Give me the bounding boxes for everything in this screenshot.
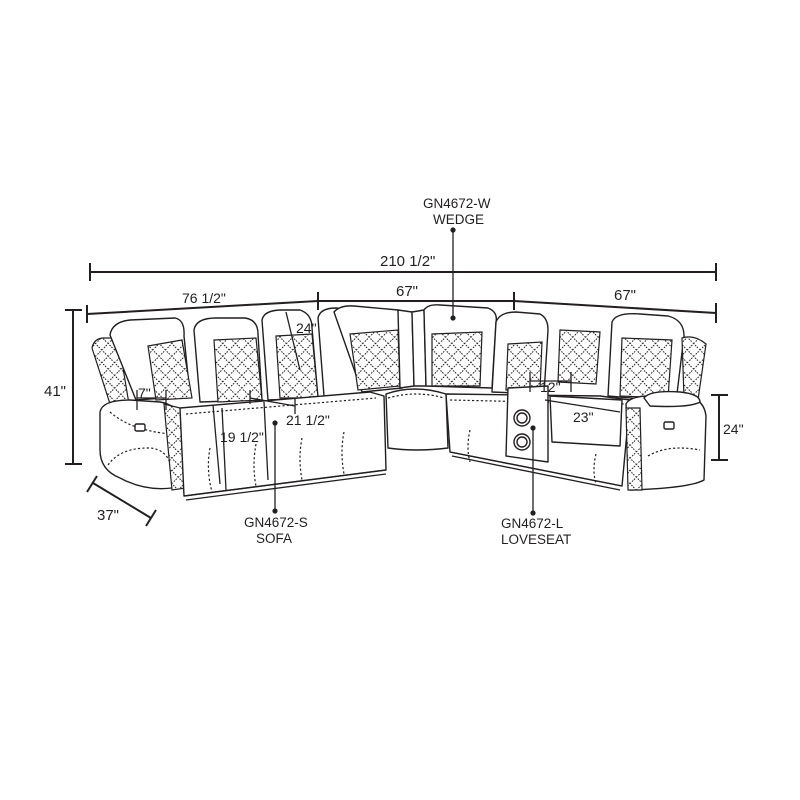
console-width-sofa-label: 7" — [138, 385, 151, 401]
loveseat-drawing — [445, 311, 707, 491]
power-button-right-icon — [663, 421, 675, 430]
seat-width-dimension: 21 1/2" — [249, 390, 330, 428]
seat-depth-label: 19 1/2" — [220, 429, 264, 445]
seat-width-loveseat-label: 23" — [573, 409, 594, 425]
wedge-width-label: 67" — [396, 283, 418, 300]
loveseat-code-label: GN4672-L — [501, 516, 564, 531]
arm-height-dimension: 24" — [711, 394, 744, 461]
wedge-code-label: GN4672-W — [423, 196, 491, 211]
console-width-loveseat-dimension: 12" — [529, 372, 572, 395]
seat-width-label: 21 1/2" — [286, 412, 330, 428]
seat-width-loveseat-dimension: 23" — [544, 399, 621, 425]
depth-dimension: 37" — [86, 475, 157, 527]
loveseat-width-dimension: 67" — [513, 287, 717, 323]
console-width-loveseat-label: 12" — [540, 379, 561, 395]
wedge-drawing — [333, 304, 498, 451]
wedge-callout: GN4672-W WEDGE — [423, 196, 491, 321]
overall-height-dimension: 41" — [44, 309, 82, 465]
wedge-width-dimension: 67" — [318, 283, 515, 310]
overall-width-label: 210 1/2" — [380, 253, 435, 270]
arm-height-label: 24" — [723, 421, 744, 437]
depth-label: 37" — [97, 507, 119, 524]
sofa-code-label: GN4672-S — [244, 515, 308, 530]
sofa-drawing — [91, 307, 387, 501]
loveseat-callout: GN4672-L LOVESEAT — [501, 425, 571, 547]
console-width-sofa-dimension: 7" — [136, 385, 167, 410]
wedge-name-label: WEDGE — [433, 212, 484, 227]
loveseat-width-label: 67" — [614, 287, 636, 304]
sofa-callout: GN4672-S SOFA — [244, 420, 308, 546]
overall-width-dimension: 210 1/2" — [89, 253, 717, 281]
loveseat-name-label: LOVESEAT — [501, 532, 571, 547]
sofa-width-label: 76 1/2" — [182, 290, 226, 306]
back-height-label: 24" — [296, 320, 317, 336]
overall-height-label: 41" — [44, 383, 66, 400]
back-height-dimension: 24" — [285, 311, 317, 371]
seat-depth-dimension: 19 1/2" — [212, 404, 264, 485]
sofa-name-label: SOFA — [256, 531, 292, 546]
power-button-left-icon — [134, 423, 146, 432]
